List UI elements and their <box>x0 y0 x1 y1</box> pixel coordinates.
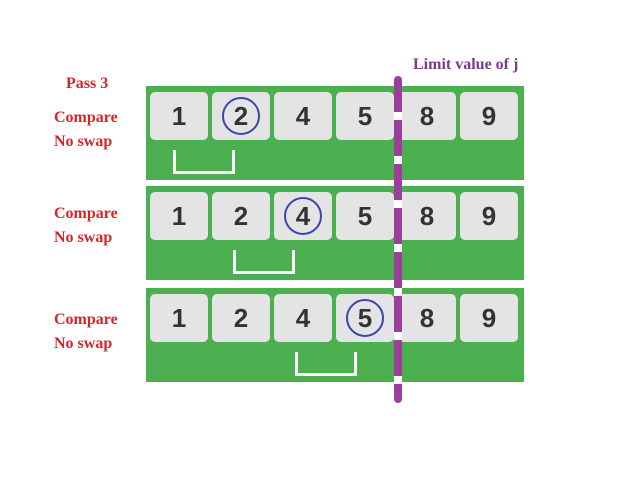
action-compare-label: Compare <box>54 109 118 126</box>
array-cell: 5 <box>336 192 394 240</box>
array-cell: 1 <box>150 294 208 342</box>
array-cell-highlighted: 4 <box>274 192 332 240</box>
array-cell: 9 <box>460 294 518 342</box>
action-result-label: No swap <box>54 229 113 246</box>
array-cells: 1 2 4 5 8 9 <box>150 92 520 140</box>
array-cell: 1 <box>150 192 208 240</box>
limit-line <box>394 76 402 403</box>
compare-bracket <box>295 352 357 376</box>
step-label-1: Compare No swap <box>54 106 118 154</box>
step-label-3: Compare No swap <box>54 308 118 356</box>
array-cell: 8 <box>398 192 456 240</box>
limit-label: Limit value of j <box>413 56 519 73</box>
action-compare-label: Compare <box>54 205 118 222</box>
array-cell: 4 <box>274 294 332 342</box>
array-row-2: 1 2 4 5 8 9 <box>146 186 524 280</box>
compare-bracket <box>173 150 235 174</box>
array-cell: 8 <box>398 294 456 342</box>
array-cell: 8 <box>398 92 456 140</box>
array-cell: 2 <box>212 294 270 342</box>
array-cell: 1 <box>150 92 208 140</box>
array-cells: 1 2 4 5 8 9 <box>150 192 520 240</box>
array-row-3: 1 2 4 5 8 9 <box>146 288 524 382</box>
pass-label: Pass 3 <box>66 75 109 92</box>
array-cell: 2 <box>212 192 270 240</box>
array-cell-highlighted: 2 <box>212 92 270 140</box>
action-result-label: No swap <box>54 335 113 352</box>
array-cell: 4 <box>274 92 332 140</box>
array-cell: 5 <box>336 92 394 140</box>
array-cell: 9 <box>460 92 518 140</box>
action-compare-label: Compare <box>54 311 118 328</box>
array-row-1: 1 2 4 5 8 9 <box>146 86 524 180</box>
compare-bracket <box>233 250 295 274</box>
step-label-2: Compare No swap <box>54 202 118 250</box>
array-cells: 1 2 4 5 8 9 <box>150 294 520 342</box>
action-result-label: No swap <box>54 133 113 150</box>
array-cell: 9 <box>460 192 518 240</box>
array-cell-highlighted: 5 <box>336 294 394 342</box>
